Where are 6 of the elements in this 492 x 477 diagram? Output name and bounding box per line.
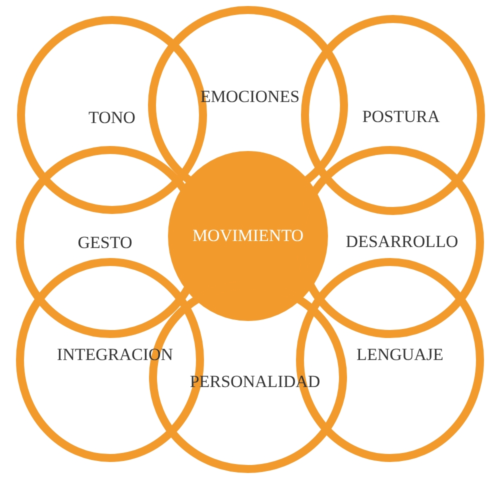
node-label: TONO [88, 108, 136, 128]
node-label: POSTURA [362, 107, 440, 127]
node-label: GESTO [78, 233, 132, 253]
node-label: MOVIMIENTO [192, 226, 304, 246]
node-label: DESARROLLO [346, 232, 458, 252]
node-label: LENGUAJE [356, 345, 444, 365]
